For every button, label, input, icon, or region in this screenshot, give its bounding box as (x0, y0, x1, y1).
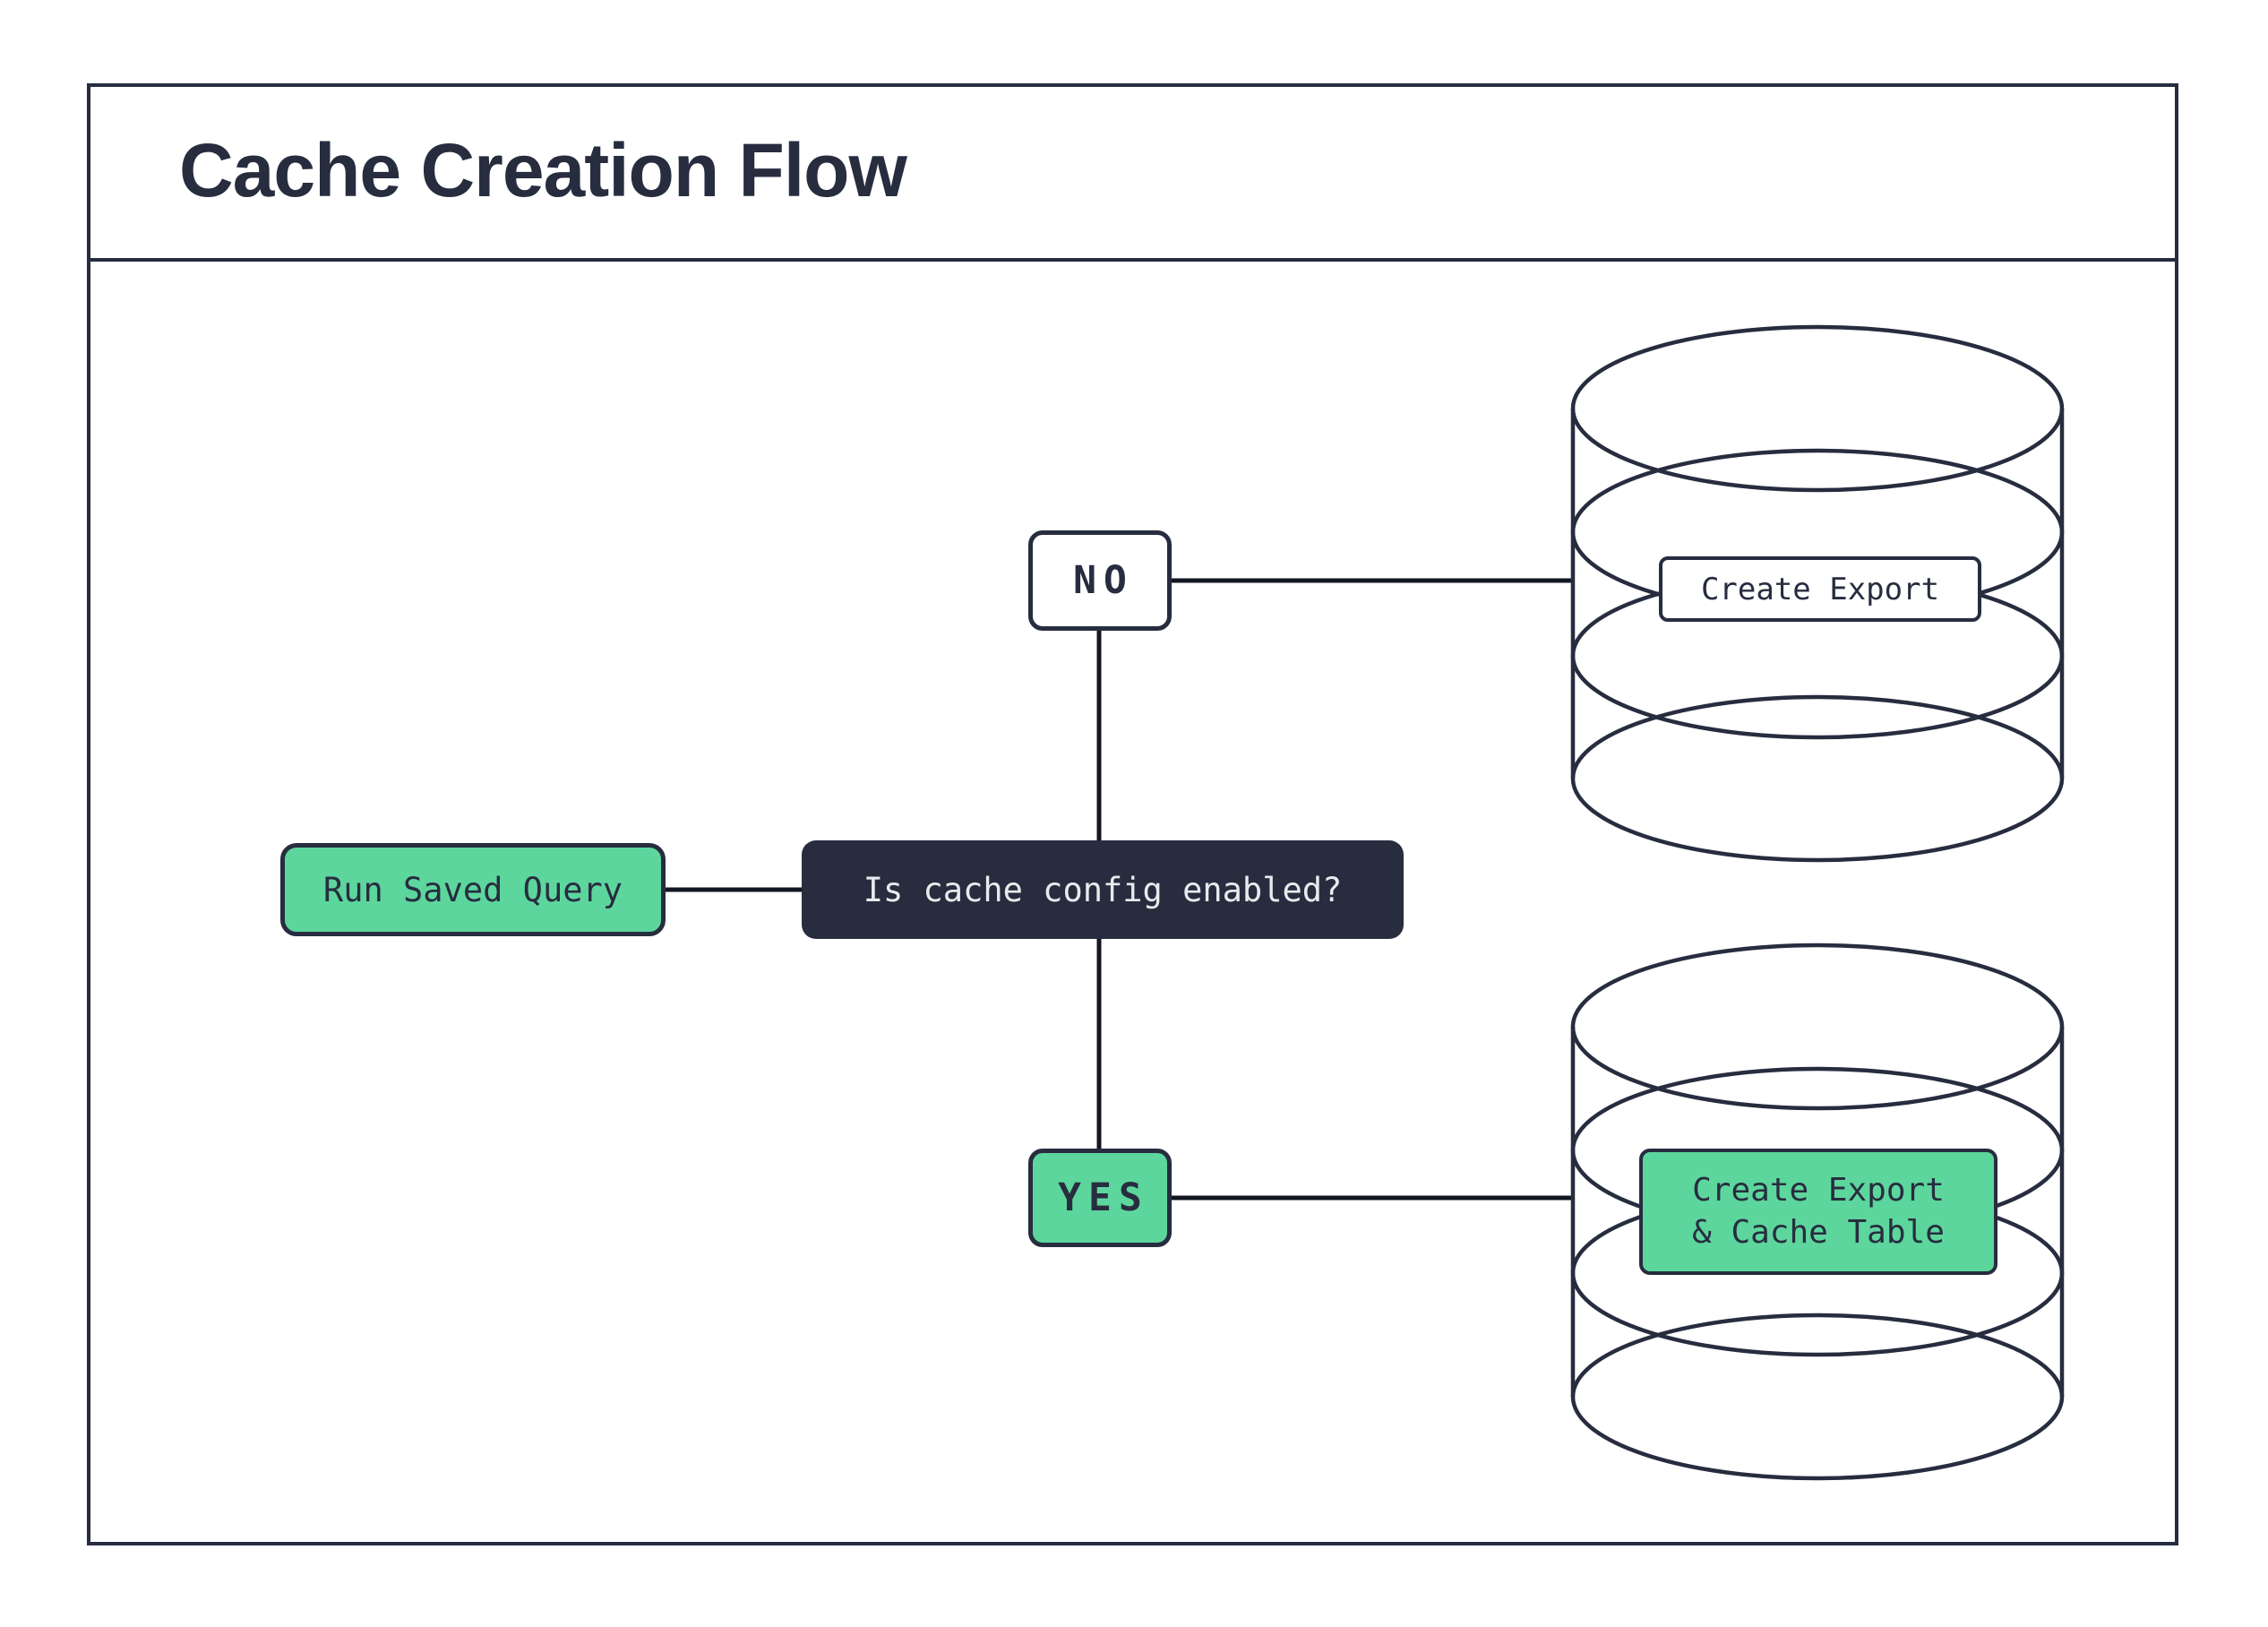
connector-lines (666, 578, 1575, 1201)
branch-no: NO (1028, 530, 1172, 631)
diagram-header: Cache Creation Flow (87, 83, 2178, 262)
node-decision-cache-config: Is cache config enabled? (802, 840, 1404, 939)
label-create-export-cache-table: Create Export & Cache Table (1639, 1149, 1997, 1275)
label-create-export: Create Export (1659, 556, 1981, 622)
page-title: Cache Creation Flow (179, 128, 907, 212)
node-run-saved-query: Run Saved Query (280, 843, 666, 936)
database-icon (1570, 324, 2065, 863)
branch-yes: YES (1028, 1149, 1172, 1247)
